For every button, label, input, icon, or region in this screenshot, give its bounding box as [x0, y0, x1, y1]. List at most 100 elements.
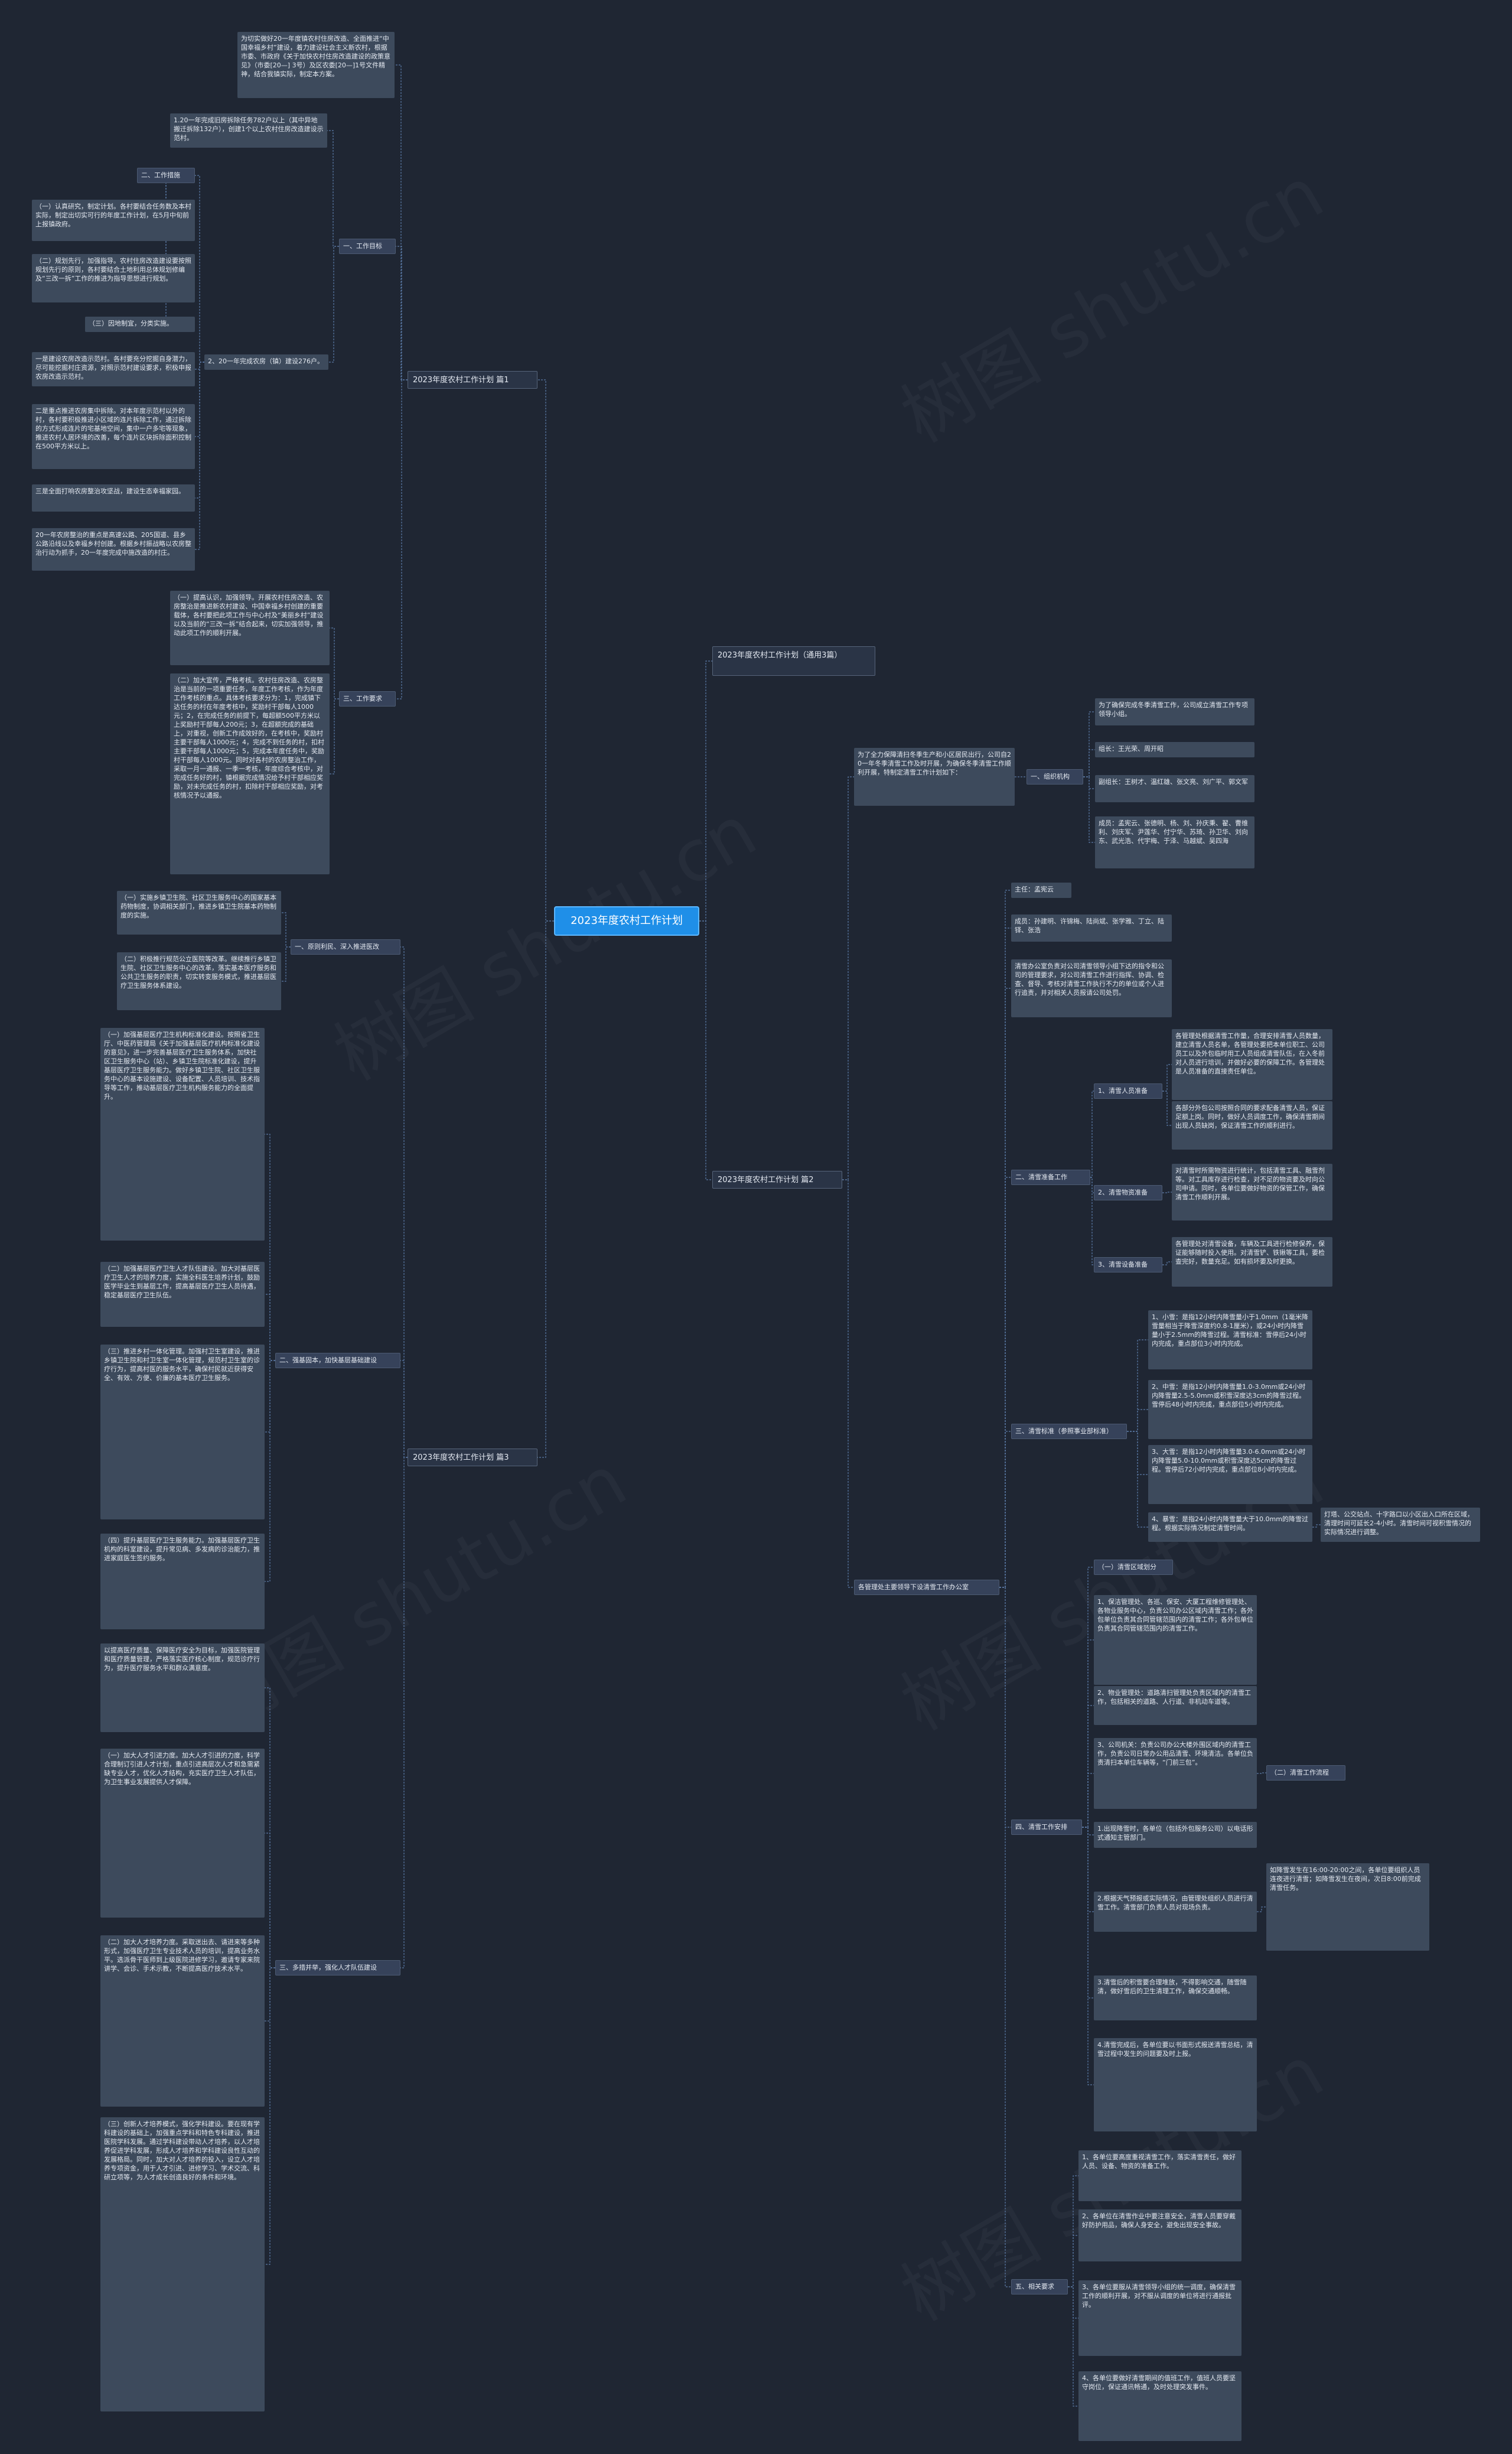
leaf-topic[interactable]: 组长：王光荣、周开昭 [1095, 742, 1254, 757]
connector-line [1257, 1906, 1266, 1912]
leaf-topic[interactable]: 1、小雪：是指12小时内降雪量小于1.0mm（1毫米降雪量相当于降雪深度约0.8… [1148, 1310, 1312, 1369]
leaf-topic[interactable]: （一）提高认识，加强领导。开展农村住房改造、农房整治是推进新农村建设、中国幸福乡… [170, 591, 330, 665]
section-topic[interactable]: （一）清雪区域划分 [1094, 1560, 1173, 1575]
leaf-topic[interactable]: （一）认真研究，制定计划。各村要结合任务数及本村实际，制定出切实可行的年度工作计… [32, 200, 195, 241]
branch-topic[interactable]: 2023年度农村工作计划 篇3 [408, 1449, 537, 1466]
leaf-topic[interactable]: 各管理处根据清雪工作量，合理安排清雪人员数量，建立清雪人员名单，各管理处要把本单… [1172, 1029, 1332, 1100]
connector-line [842, 1179, 854, 1588]
section-topic[interactable]: 一、工作目标 [339, 239, 396, 254]
leaf-topic[interactable]: 2、物业管理处：道路清扫管理处负责区域内的清雪工作，包括相关的道路、人行道、非机… [1094, 1686, 1257, 1725]
section-topic[interactable]: 一、原则利民、深入推进医改 [291, 939, 400, 955]
leaf-topic[interactable]: 一是建设农房改造示范村。各村要充分挖掘自身潜力，尽可能挖掘村庄资源，对照示范村建… [32, 352, 195, 386]
connector-line [1127, 1409, 1148, 1432]
leaf-topic[interactable]: （四）提升基层医疗卫生服务能力。加强基层医疗卫生机构的科室建设，提升常见病、多发… [100, 1534, 265, 1629]
leaf-topic[interactable]: 2、20一年完成农房（镇）建设276户。 [204, 354, 328, 370]
leaf-topic[interactable]: 4、各单位要做好清雪期间的值班工作，值班人员要坚守岗位，保证通讯畅通，及时处理突… [1078, 2371, 1241, 2441]
section-topic[interactable]: 一、组织机构 [1027, 769, 1083, 785]
connector-line [537, 379, 554, 922]
connector-line [1068, 2286, 1078, 2407]
leaf-topic[interactable]: （二）加强基层医疗卫生人才队伍建设。加大对基层医疗卫生人才的培养力度，实施全科医… [100, 1262, 265, 1327]
section-topic[interactable]: 五、相关要求 [1011, 2279, 1068, 2294]
leaf-topic[interactable]: 如降雪发生在16:00-20:00之间，各单位要组织人员连夜进行清雪；如降雪发生… [1266, 1863, 1429, 1951]
leaf-topic[interactable]: 清雪办公室负责对公司清雪领导小组下达的指令和公司的管理要求，对公司清雪工作进行指… [1011, 959, 1172, 1017]
leaf-topic[interactable]: 以提高医疗质量、保障医疗安全为目标，加强医院管理和医疗质量管理，严格落实医疗核心… [100, 1643, 265, 1732]
connector-line [1090, 1177, 1094, 1265]
leaf-topic[interactable]: 灯塔、公交站点、十字路口以小区出入口所在区域，清理时间可延长2-4小时。清雪时间… [1321, 1508, 1480, 1542]
connector-line [1127, 1431, 1148, 1528]
leaf-topic[interactable]: 3、大雪：是指12小时内降雪量3.0-6.0mm或24小时内降雪量5.0-10.… [1148, 1445, 1312, 1504]
section-topic[interactable]: 三、清雪标准（参照事业部标准） [1011, 1424, 1127, 1439]
connector-line [330, 627, 339, 699]
leaf-topic[interactable]: 为切实做好20一年度镇农村住房改造、全面推进“中国幸福乡村”建设，着力建设社会主… [237, 32, 395, 98]
leaf-topic[interactable]: 20一年农房整治的重点是高速公路、205国道、县乡公路沿线以及幸福乡村创建。根据… [32, 528, 195, 571]
leaf-topic[interactable]: （二）规划先行，加强指导。农村住房改造建设要按照规划先行的原则，各村要结合土地利… [32, 254, 195, 302]
section-topic[interactable]: 各管理处主要领导下设清雪工作办公室 [854, 1580, 999, 1595]
leaf-topic[interactable]: （一）实施乡镇卫生院、社区卫生服务中心的国家基本药物制度，协调相关部门，推进乡镇… [117, 891, 281, 935]
section-topic[interactable]: （二）清雪工作流程 [1266, 1765, 1345, 1781]
leaf-topic[interactable]: （二）积极推行规范公立医院等改革。继续推行乡镇卫生院、社区卫生服务中心的改革，落… [117, 952, 281, 1010]
leaf-topic[interactable]: 各部分外包公司按照合同的要求配备清雪人员，保证足额上岗。同时，做好人员调度工作，… [1172, 1101, 1332, 1150]
leaf-topic[interactable]: 成员：孙建明、许锦梅、陆尚斌、张学雅、丁立、陆铎、张浩 [1011, 914, 1172, 942]
branch-topic[interactable]: 2023年度农村工作计划 篇2 [712, 1171, 842, 1189]
leaf-topic[interactable]: 3.清雪后的积雪要合理堆放，不得影响交通，随雪随清，做好雪后的卫生清理工作，确保… [1094, 1975, 1257, 2020]
section-topic[interactable]: 二、清雪准备工作 [1011, 1170, 1090, 1185]
leaf-topic[interactable]: （一）加强基层医疗卫生机构标准化建设。按照省卫生厅、中医药管理局《关于加强基层医… [100, 1028, 265, 1241]
leaf-topic[interactable]: 4.清雪完成后，各单位要以书面形式报送清雪总结，清雪过程中发生的问题要及时上报。 [1094, 2038, 1257, 2131]
connector-line [1127, 1339, 1148, 1432]
connector-line [265, 1833, 275, 1968]
connector-line [1090, 1091, 1094, 1178]
leaf-topic[interactable]: （三）推进乡村一体化管理。加强村卫生室建设，推进乡镇卫生院和村卫生室一体化管理，… [100, 1345, 265, 1519]
connector-line [281, 912, 291, 948]
connector-line [1068, 2175, 1078, 2287]
connector-line [1162, 1192, 1172, 1193]
leaf-topic[interactable]: 成员：孟宪云、张德明、杨、刘、孙庆秉、翟、曹维利、刘庆军、尹莲华、付宁华、苏琦、… [1095, 816, 1254, 868]
leaf-topic[interactable]: 1.出现降雪时，各单位（包括外包服务公司）以电话形式通知主管部门。 [1094, 1822, 1257, 1848]
leaf-topic[interactable]: （三）创新人才培养模式，强化学科建设。要在现有学科建设的基础上，加强重点学科和特… [100, 2117, 265, 2411]
leaf-topic[interactable]: 3、公司机关：负责公司办公大楼外围区域内的清雪工作，负责公司日常办公用品清雪、环… [1094, 1738, 1257, 1809]
connector-line [1068, 2235, 1078, 2287]
root-topic[interactable]: 2023年度农村工作计划 [554, 906, 699, 936]
leaf-topic[interactable]: （一）加大人才引进力度。加大人才引进的力度，科学合理制订引进人才计划，重点引进高… [100, 1749, 265, 1918]
connector-line [396, 246, 408, 380]
leaf-topic[interactable]: 2、中雪：是指12小时内降雪量1.0-3.0mm或24小时内降雪量2.5-5.0… [1148, 1380, 1312, 1439]
connector-line [842, 776, 854, 1180]
leaf-topic[interactable]: 副组长：王树才、温红雄、张文亮、刘广平、郭文军 [1095, 775, 1254, 802]
section-topic[interactable]: 3、清雪设备准备 [1094, 1257, 1162, 1272]
leaf-topic[interactable]: 主任：孟宪云 [1011, 883, 1071, 898]
leaf-topic[interactable]: 为了全力保障清扫冬季生产和小区居民出行，公司自20一年冬季清雪工作及时开展，为确… [854, 748, 1015, 806]
leaf-topic[interactable]: 二是重点推进农房集中拆除。对本年度示范村以外的村，各村要积极推进小区域的连片拆除… [32, 404, 195, 469]
leaf-topic[interactable]: 3、各单位要服从清雪领导小组的统一调度，确保清雪工作的顺利开展，对不服从调度的单… [1078, 2280, 1241, 2356]
connector-line [1162, 1064, 1172, 1092]
leaf-topic[interactable]: 为了确保完成冬季清雪工作，公司成立清雪工作专项领导小组。 [1095, 698, 1254, 725]
section-topic[interactable]: 二、工作措施 [137, 168, 195, 183]
connector-line [265, 1294, 275, 1361]
leaf-topic[interactable]: 2、各单位在清雪作业中要注意安全，清雪人员要穿戴好防护用品，确保人身安全，避免出… [1078, 2209, 1241, 2261]
connector-line [327, 130, 339, 247]
connector-line [999, 1177, 1011, 1588]
section-topic[interactable]: 三、多措并举，强化人才队伍建设 [275, 1960, 400, 1975]
section-topic[interactable]: 二、强基固本，加快基层基础建设 [275, 1353, 400, 1368]
leaf-topic[interactable]: （三）因地制宜，分类实施。 [85, 317, 195, 332]
leaf-topic[interactable]: 1、保洁管理处、各巡、保安、大厦工程维修管理处、各物业服务中心，负责公司办公区域… [1094, 1595, 1257, 1685]
connector-line [1082, 1827, 1094, 2085]
connector-line [1162, 1261, 1172, 1265]
leaf-topic[interactable]: 1、各单位要高度重视清雪工作，落实清雪责任，做好人员、设备、物资的准备工作。 [1078, 2150, 1241, 2201]
connector-line [699, 660, 712, 922]
branch-topic[interactable]: 2023年度农村工作计划 篇1 [408, 371, 537, 389]
leaf-topic[interactable]: 各管理处对清雪设备，车辆及工具进行检修保养，保证能够随时投入使用。对清雪铲、铁锹… [1172, 1237, 1332, 1287]
branch-topic[interactable]: 2023年度农村工作计划（通用3篇） [712, 646, 875, 676]
leaf-topic[interactable]: 三是全面打响农房整治攻坚战，建设生态幸福家园。 [32, 484, 195, 512]
leaf-topic[interactable]: 对清雪时所需物资进行统计，包括清雪工具、融雪剂等。对工具库存进行检查，对不足的物… [1172, 1164, 1332, 1221]
connector-line [1127, 1431, 1148, 1475]
connector-line [699, 920, 712, 1180]
section-topic[interactable]: 三、工作要求 [339, 691, 396, 707]
leaf-topic[interactable]: （二）加大人才培养力度。采取送出去、请进来等多种形式，加强医疗卫生专业技术人员的… [100, 1935, 265, 2107]
section-topic[interactable]: 2、清雪物资准备 [1094, 1185, 1162, 1200]
leaf-topic[interactable]: 4、暴雪：是指24小时内降雪量大于10.0mm的降雪过程。根据实际情况制定清雪时… [1148, 1512, 1312, 1542]
section-topic[interactable]: 四、清雪工作安排 [1011, 1820, 1082, 1835]
leaf-topic[interactable]: 1.20一年完成旧房拆除任务782户以上（其中异地搬迁拆除132户），创建1个以… [170, 113, 327, 148]
leaf-topic[interactable]: 2.根据天气预报或实际情况，由管理处组织人员进行清雪工作。清雪部门负责人员对现场… [1094, 1892, 1257, 1932]
leaf-topic[interactable]: （二）加大宣传，严格考核。农村住房改造、农房整治是当前的一项重要任务，年度工作考… [170, 673, 330, 874]
section-topic[interactable]: 1、清雪人员准备 [1094, 1083, 1162, 1099]
